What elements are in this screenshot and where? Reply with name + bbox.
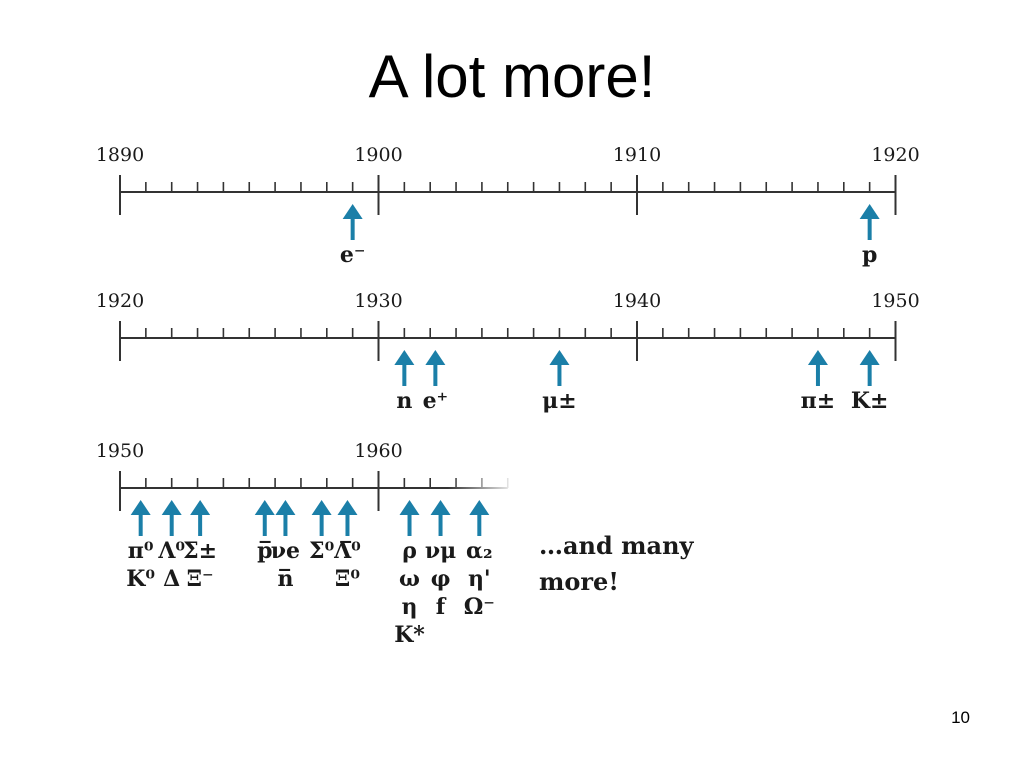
- particle-label: K±: [851, 388, 889, 414]
- arrow-up-icon: [342, 204, 363, 219]
- particle-label: Σ⁰: [309, 538, 335, 564]
- arrow-up-icon: [275, 500, 296, 515]
- arrow-up-icon: [859, 350, 880, 365]
- particle-label: Λ⁰: [157, 538, 185, 564]
- year-label: 1920: [871, 144, 919, 166]
- particle-label: Σ±: [183, 538, 217, 564]
- arrow-up-icon: [337, 500, 358, 515]
- discovery-marker: e⁺: [423, 350, 449, 414]
- particle-label: K*: [394, 622, 425, 648]
- particle-label: K⁰: [126, 566, 155, 592]
- arrow-up-icon: [859, 204, 880, 219]
- particle-label: μ±: [542, 388, 577, 414]
- year-label: 1950: [96, 440, 144, 462]
- particle-label: η': [468, 566, 491, 592]
- discovery-marker: α₂η'Ω⁻: [464, 500, 495, 620]
- arrow-up-icon: [190, 500, 211, 515]
- arrow-up-icon: [469, 500, 490, 515]
- discovery-marker: π±: [801, 350, 836, 414]
- discovery-marker: Σ⁰: [309, 500, 335, 564]
- arrow-up-icon: [399, 500, 420, 515]
- particle-label: n: [396, 388, 412, 414]
- particle-label: Ω⁻: [464, 594, 495, 620]
- particle-label: Δ: [163, 566, 180, 592]
- arrow-up-icon: [549, 350, 570, 365]
- year-label: 1940: [613, 290, 661, 312]
- discovery-marker: p: [859, 204, 880, 268]
- particle-label: n̅: [277, 566, 293, 592]
- particle-label: η: [402, 594, 418, 620]
- particle-label: e⁻: [340, 242, 366, 268]
- year-label: 1930: [354, 290, 402, 312]
- particle-label: ρ: [402, 538, 417, 564]
- arrow-up-icon: [311, 500, 332, 515]
- discovery-marker: μ±: [542, 350, 577, 414]
- arrow-up-icon: [394, 350, 415, 365]
- arrow-up-icon: [425, 350, 446, 365]
- year-label: 1960: [354, 440, 402, 462]
- particle-label: e⁺: [423, 388, 449, 414]
- timeline-rows: 1890 1900 1910 1920 e⁻ p 1920 1930 1940 1950 n e⁺ μ±…: [96, 144, 920, 648]
- particle-label: π⁰: [128, 538, 154, 564]
- timeline-row-1: 1890 1900 1910 1920 e⁻ p: [96, 144, 920, 268]
- discovery-marker: e⁻: [340, 204, 366, 268]
- arrow-up-icon: [430, 500, 451, 515]
- particle-label: α₂: [466, 538, 493, 564]
- page-number: 10: [951, 708, 970, 727]
- particle-label: f: [436, 594, 447, 620]
- many-more-note-line1: …and many: [539, 531, 695, 560]
- year-label: 1910: [613, 144, 661, 166]
- year-label: 1890: [96, 144, 144, 166]
- particle-label: π±: [801, 388, 836, 414]
- discovery-marker: Σ±Ξ⁻: [183, 500, 217, 592]
- particle-label: νμ: [425, 538, 456, 564]
- slide-title: A lot more!: [368, 43, 656, 110]
- arrow-up-icon: [130, 500, 151, 515]
- discovery-marker: n: [394, 350, 415, 414]
- particle-label: Λ̅⁰: [333, 538, 361, 564]
- timeline-row-2: 1920 1930 1940 1950 n e⁺ μ± π± K±: [96, 290, 920, 414]
- discovery-marker: K±: [851, 350, 889, 414]
- particle-label: νe: [271, 538, 300, 564]
- particle-label: p: [862, 242, 877, 268]
- particle-label: ω: [399, 566, 420, 592]
- discovery-marker: Λ̅⁰Ξ⁰: [333, 500, 361, 592]
- arrow-up-icon: [807, 350, 828, 365]
- year-label: 1900: [354, 144, 402, 166]
- year-label: 1920: [96, 290, 144, 312]
- particle-label: Ξ⁻: [187, 566, 214, 592]
- arrow-up-icon: [161, 500, 182, 515]
- discovery-marker: νen̅: [271, 500, 300, 592]
- year-label: 1950: [871, 290, 919, 312]
- arrow-up-icon: [254, 500, 275, 515]
- particle-label: p̅: [257, 538, 272, 564]
- discovery-marker: p̅: [254, 500, 275, 564]
- particle-label: φ: [431, 566, 451, 592]
- discovery-marker: Λ⁰Δ: [157, 500, 185, 592]
- many-more-note-line2: more!: [539, 567, 619, 596]
- particle-label: Ξ⁰: [335, 566, 360, 592]
